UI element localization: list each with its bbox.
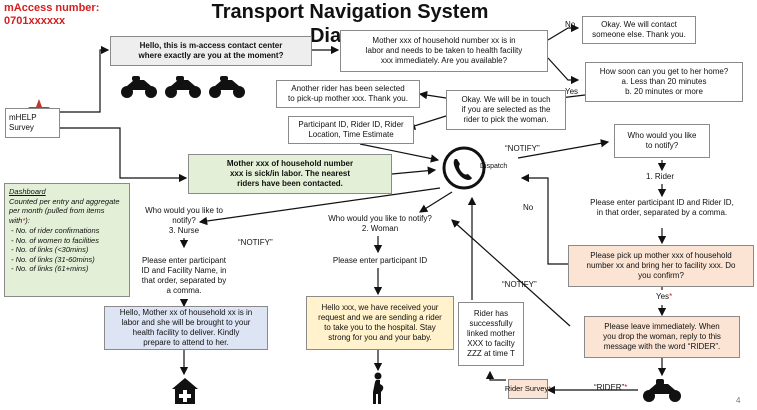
edge-touch-to-another [418, 90, 447, 100]
motorcycle-icon [165, 76, 201, 98]
maccess-value: 0701xxxxxx [4, 15, 66, 27]
leave-immediately-box: Please leave immediately. When you drop … [584, 316, 740, 358]
rider-reply-star: * [624, 383, 628, 392]
will-be-in-touch-box: Okay. We will be in touch if you are sel… [446, 90, 566, 130]
maccess-label: mAccess number: [4, 2, 100, 14]
dashboard-item: No. of rider confirmations [16, 226, 125, 236]
dashboard-subtitle-star: * [22, 215, 26, 225]
pickup-mother-box: Please pick up mother xxx of household n… [568, 245, 754, 287]
edge-label-no-top: No [565, 20, 576, 29]
page-number: 4 [736, 396, 741, 405]
edge-request-yes [547, 57, 580, 85]
pregnant-woman-icon [373, 372, 384, 404]
edge-label-notify-nurse: “NOTIFY” [238, 238, 273, 247]
edge-survey-to-notice [60, 127, 188, 183]
edge-notice-to-dispatch [391, 166, 437, 175]
edge-label-yes-top: Yes [565, 87, 579, 96]
edge-survey-to-linked [485, 370, 506, 381]
dispatch-label: Dispatch [480, 163, 508, 170]
who-notify-nurse: Who would you like to notify? 3. Nurse [145, 206, 223, 235]
another-rider-box: Another rider has been selected to pick-… [276, 80, 420, 108]
maccess-number: mAccess number: 0701xxxxxx [4, 2, 99, 28]
dashboard-item: No. of links (61+mins) [16, 264, 125, 274]
edge-dispatch-to-nurse [198, 187, 441, 226]
edge-dispatch-to-woman [418, 191, 453, 213]
enter-rider-ids: Please enter participant ID and Rider ID… [590, 198, 734, 217]
confirm-star: * [669, 292, 673, 301]
enter-participant: Please enter participant ID [332, 256, 428, 265]
edge-label-yes-confirm: Yes* [656, 292, 672, 302]
edge-no-loop [520, 173, 568, 265]
rider-reply-text: “RIDER” [594, 383, 625, 392]
hospital-icon [172, 378, 198, 404]
edge-notify-bottom [451, 219, 571, 327]
edge-touch-to-participant [406, 115, 447, 130]
enter-facility: Please enter participant ID and Facility… [141, 256, 227, 295]
mhelp-survey: mHELP Survey [5, 108, 60, 138]
edge-participant-to-dispatch [359, 143, 440, 163]
edge-label-notify-rider: “NOTIFY” [505, 144, 540, 153]
who-notify-rider-box: Who would you like to notify? [614, 124, 710, 158]
motorcycle-icons-row [121, 76, 245, 98]
dashboard-subtitle-text: Counted per entry and aggregate per mont… [9, 196, 120, 225]
rider-survey-text: Rider Survey [504, 384, 549, 393]
mother-labor-request-box: Mother xxx of household number xx is in … [340, 30, 548, 72]
dashboard-title: Dashboard [9, 187, 46, 196]
nurse-message-box: Hello, Mother xx of household xx is in l… [104, 306, 268, 350]
dashboard-list: No. of rider confirmations No. of women … [9, 226, 125, 274]
dispatch-node: Dispatch [440, 146, 516, 190]
rider-survey-box: Rider Survey* [504, 379, 552, 399]
phone-icon [442, 146, 486, 190]
edge-survey-to-contact [60, 45, 110, 113]
yes-confirm-text: Yes [656, 292, 670, 301]
dashboard-panel: Dashboard Counted per entry and aggregat… [4, 183, 130, 297]
edge-label-notify-bottom: “NOTIFY” [502, 280, 537, 289]
motorcycle-icon [643, 379, 681, 402]
dashboard-item: No. of women to facilities [16, 236, 125, 246]
participant-id-box: Participant ID, Rider ID, Rider Location… [288, 116, 414, 144]
rider-survey-star: * [548, 384, 552, 393]
dashboard-item: No. of links (31-60mins) [16, 255, 125, 265]
motorcycle-icon [121, 76, 157, 98]
motorcycle-icon [209, 76, 245, 98]
sick-notice-box: Mother xxx of household number xxx is si… [188, 154, 392, 194]
edge-dispatch-to-rider [517, 139, 610, 159]
rider-option: 1. Rider [646, 172, 675, 181]
dashboard-subtitle: Counted per entry and aggregate per mont… [9, 197, 125, 226]
dashboard-item: No. of links (<30mins) [16, 245, 125, 255]
how-soon-box: How soon can you get to her home? a. Les… [585, 62, 743, 102]
contact-center-box: Hello, this is m-access contact center w… [110, 36, 312, 66]
edge-label-no-left: No [523, 203, 534, 212]
edge-request-no [547, 23, 580, 41]
woman-message-box: Hello xxx, we have received your request… [306, 296, 454, 350]
dashboard-subtitle-end: ): [25, 215, 30, 225]
rider-linked-box: Rider has successfully linked mother XXX… [458, 302, 524, 366]
contact-someone-else-box: Okay. We will contact someone else. Than… [582, 16, 696, 44]
edge-label-rider-reply: “RIDER”* [594, 383, 627, 393]
who-notify-woman: Who would you like to notify? 2. Woman [328, 214, 432, 233]
